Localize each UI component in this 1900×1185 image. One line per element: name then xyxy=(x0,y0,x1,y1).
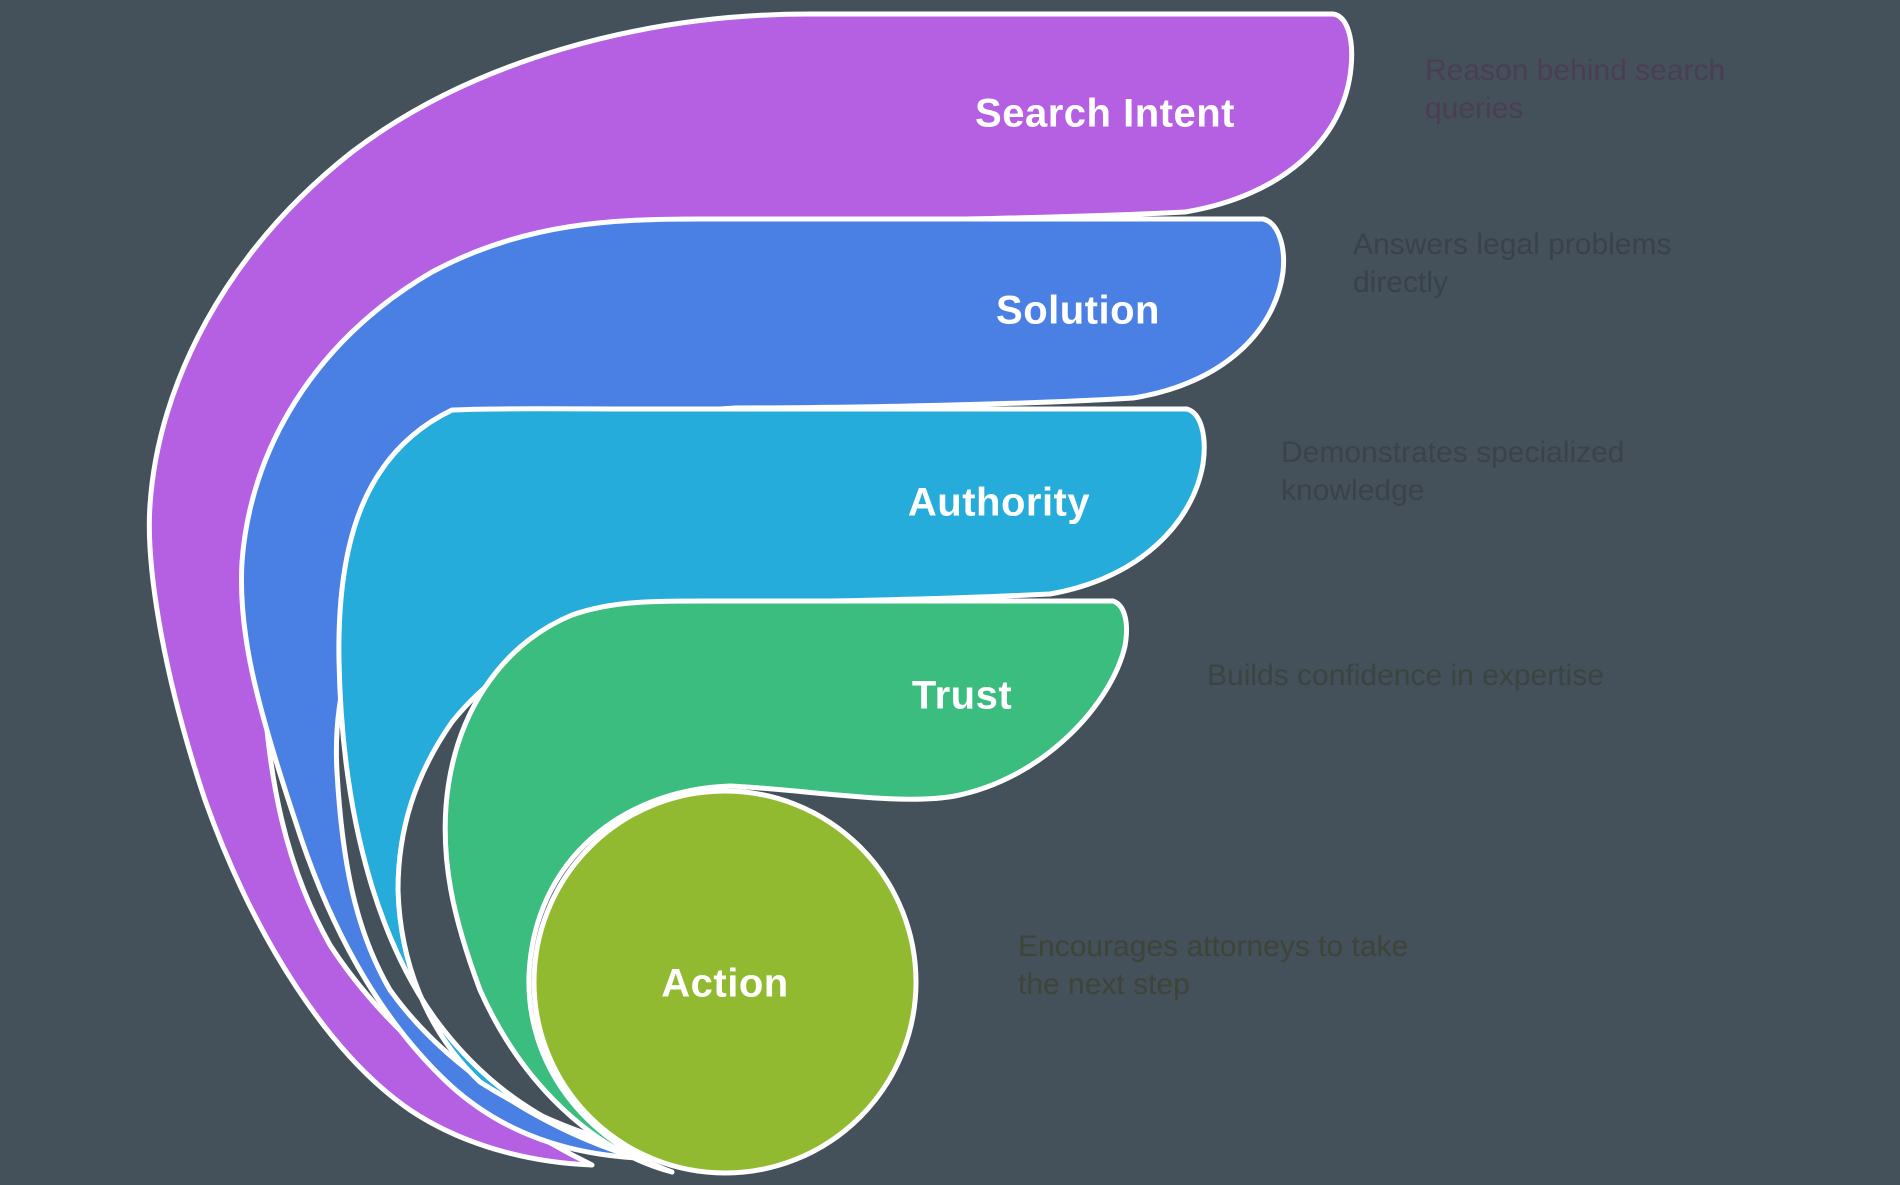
layer-description-trust: Builds confidence in expertise xyxy=(1207,659,1604,692)
layer-description-search-intent: Reason behind search queries xyxy=(1425,54,1726,125)
layer-label-trust: Trust xyxy=(911,673,1013,718)
layer-description-solution: Answers legal problems directly xyxy=(1353,228,1672,299)
layer-description-action: Encourages attorneys to take the next st… xyxy=(1018,930,1409,1001)
layer-label-authority: Authority xyxy=(907,480,1091,525)
layer-label-solution: Solution xyxy=(996,288,1160,333)
layer-label-search-intent: Search Intent xyxy=(975,91,1235,136)
funnel-arc-trust xyxy=(442,598,1129,1175)
layer-description-authority: Demonstrates specialized knowledge xyxy=(1281,436,1625,507)
layer-label-action: Action xyxy=(661,961,789,1006)
funnel-circle-action xyxy=(531,788,919,1176)
funnel-arc-authority xyxy=(336,406,1207,1157)
